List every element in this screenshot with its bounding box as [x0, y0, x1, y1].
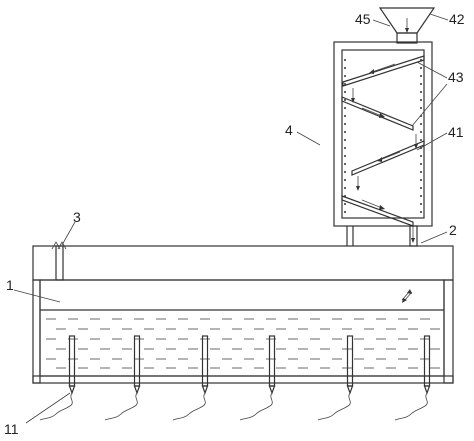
pore [343, 138, 347, 142]
pore [343, 82, 347, 86]
pore [343, 90, 347, 94]
electrode [317, 335, 354, 421]
flow-arrows-tank [401, 289, 413, 303]
pore [343, 186, 347, 190]
pore [419, 162, 423, 166]
pore [419, 106, 423, 110]
inclined-plates [341, 55, 425, 227]
pore [343, 66, 347, 70]
pore [419, 194, 423, 198]
pore [343, 98, 347, 102]
electrode [104, 335, 141, 421]
electrode [394, 335, 431, 421]
hopper [378, 7, 436, 44]
labels: 1 2 3 4 11 41 42 43 45 [4, 11, 465, 437]
pore [343, 130, 347, 134]
pore [343, 114, 347, 118]
pore [343, 202, 347, 206]
label-1: 1 [6, 277, 14, 293]
pore [343, 122, 347, 126]
pore [419, 98, 423, 102]
pore [343, 210, 347, 214]
pore [343, 170, 347, 174]
vent-tube [51, 241, 67, 281]
pore [419, 202, 423, 206]
label-11: 11 [4, 421, 19, 437]
pore [419, 122, 423, 126]
flow-arrows-column [351, 63, 418, 243]
pore [343, 178, 347, 182]
label-43: 43 [448, 69, 464, 85]
label-45: 45 [355, 11, 371, 27]
pore [343, 154, 347, 158]
electrode [239, 335, 276, 421]
pore [419, 74, 423, 78]
pore [419, 130, 423, 134]
electrode [172, 335, 209, 421]
pore [343, 106, 347, 110]
tank [32, 245, 454, 384]
label-42: 42 [449, 11, 465, 27]
label-4: 4 [285, 122, 293, 138]
tank-interior [39, 279, 445, 377]
column [333, 41, 433, 243]
pore [419, 66, 423, 70]
leader-lines [13, 13, 449, 424]
label-3: 3 [73, 209, 81, 225]
label-2: 2 [449, 222, 457, 238]
tank-bottom-wall [32, 375, 454, 384]
electrodes [39, 335, 431, 421]
column-supports [346, 225, 418, 247]
tank-right-wall [443, 279, 454, 384]
pore [419, 170, 423, 174]
pore [419, 154, 423, 158]
pore [419, 210, 423, 214]
column-outer [333, 41, 433, 227]
outlet-pipe [409, 225, 418, 247]
electrode [39, 335, 76, 421]
tank-top-wall [32, 245, 454, 281]
column-inner [341, 49, 425, 219]
pore [343, 74, 347, 78]
pore [343, 58, 347, 62]
pore [343, 146, 347, 150]
pore [343, 162, 347, 166]
label-41: 41 [448, 124, 464, 140]
pore [419, 90, 423, 94]
pore [419, 186, 423, 190]
pore [419, 178, 423, 182]
pore [419, 82, 423, 86]
pore [419, 138, 423, 142]
liquid-dashes [46, 318, 440, 369]
